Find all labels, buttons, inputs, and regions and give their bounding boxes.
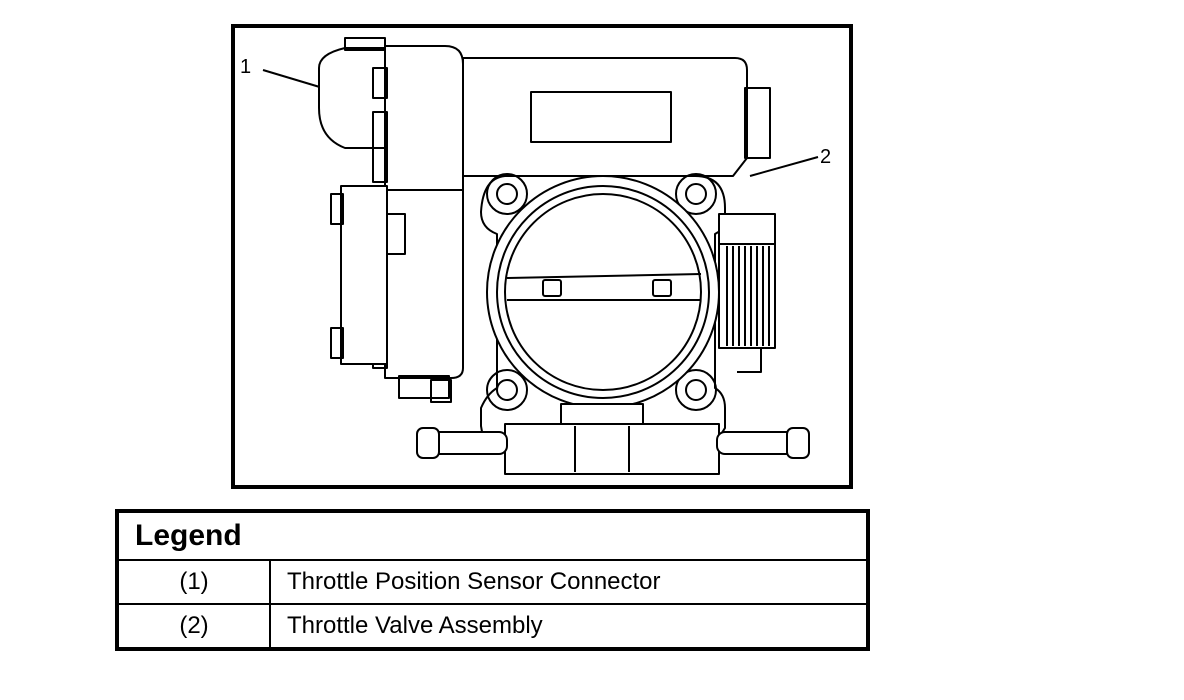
tps-connector xyxy=(318,47,386,149)
legend-number: (1) xyxy=(116,559,271,605)
legend-description: Throttle Valve Assembly xyxy=(269,603,869,650)
bolt-hole-tr xyxy=(685,183,707,205)
legend-row: (2) Throttle Valve Assembly xyxy=(116,603,869,650)
callout-2-leader xyxy=(749,156,819,177)
callout-1-leader xyxy=(262,69,324,89)
legend-header-row: Legend xyxy=(116,510,869,561)
side-module xyxy=(340,185,388,365)
bolt-hole-tl xyxy=(496,183,518,205)
legend-description: Throttle Position Sensor Connector xyxy=(269,559,869,605)
bolt-hole-br xyxy=(685,379,707,401)
legend-row: (1) Throttle Position Sensor Connector xyxy=(116,559,869,605)
bolt-hole-bl xyxy=(496,379,518,401)
spring-ribs xyxy=(726,246,770,346)
legend-title: Legend xyxy=(116,510,869,561)
throttle-plate-edge-top xyxy=(506,273,702,279)
diagram-frame xyxy=(231,24,853,489)
legend-table: Legend (1) Throttle Position Sensor Conn… xyxy=(115,509,870,651)
callout-1: 1 xyxy=(240,56,252,78)
side-cover xyxy=(384,45,464,379)
throttle-bore-outer xyxy=(486,175,720,409)
throttle-bore-inner xyxy=(496,185,710,399)
legend-number: (2) xyxy=(116,603,271,650)
label-plate xyxy=(530,91,672,143)
callout-2: 2 xyxy=(820,146,832,168)
actuator-housing xyxy=(462,57,748,177)
throttle-body-drawing xyxy=(262,37,819,475)
housing-end-cap xyxy=(744,87,771,159)
